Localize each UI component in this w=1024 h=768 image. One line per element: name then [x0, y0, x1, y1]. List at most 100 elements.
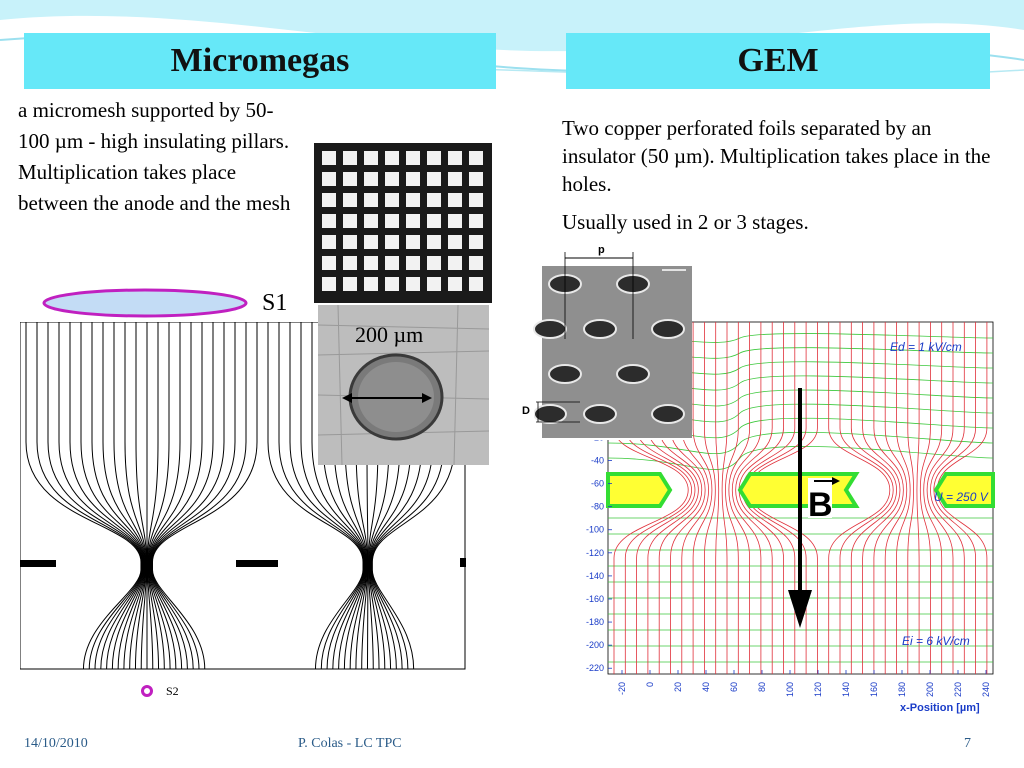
gem-y-tick-label: -40 [591, 455, 604, 465]
gem-x-tick-label: 100 [785, 682, 795, 697]
gem-field-line [731, 322, 762, 674]
gem-field-line [670, 322, 706, 674]
pillar-photo [318, 305, 489, 465]
micromegas-field-line [25, 322, 142, 670]
micromegas-field-line [58, 322, 144, 670]
gem-x-tick-label: 140 [841, 682, 851, 697]
mesh-cell [427, 214, 441, 228]
micromegas-field-line [333, 322, 367, 670]
mesh-cell [364, 151, 378, 165]
micromegas-field-line [69, 322, 144, 670]
gem-y-tick-label: -80 [591, 502, 604, 512]
gem-field-line [884, 322, 908, 674]
micromegas-field-line [113, 322, 146, 670]
gem-field-line [896, 322, 911, 674]
gem-field-line [692, 322, 713, 674]
mesh-cell [427, 193, 441, 207]
gem-field-line [624, 322, 692, 674]
gem-field-line [907, 322, 914, 674]
gem-field-line [721, 322, 728, 674]
s1-label: S1 [262, 290, 288, 316]
gem-x-tick-label: 60 [729, 682, 739, 692]
gem-field-line [862, 322, 901, 674]
micromegas-field-line [322, 322, 367, 670]
gem-field-line [926, 322, 954, 674]
micromegas-field-line [355, 322, 368, 670]
gem-y-tick-label: -120 [586, 548, 604, 558]
mesh-cell [469, 277, 483, 291]
gem-x-tick-label: 80 [757, 682, 767, 692]
micromegas-field-line [124, 322, 147, 670]
mesh-cell [469, 172, 483, 186]
micromegas-field-line [344, 322, 368, 670]
mesh-cell [364, 214, 378, 228]
gem-x-tick-label: 40 [701, 682, 711, 692]
micromegas-field-line [368, 322, 390, 670]
mesh-cell [406, 151, 420, 165]
micromegas-field-line [36, 322, 142, 670]
mesh-cell [343, 214, 357, 228]
micromegas-field-line [91, 322, 145, 670]
mesh-cell [469, 151, 483, 165]
gem-x-tick-label: 160 [869, 682, 879, 697]
micromegas-title: Micromegas [24, 33, 496, 89]
mesh-cell [427, 235, 441, 249]
gem-description-para1: Two copper perforated foils separated by… [562, 116, 991, 196]
gem-hole [533, 404, 567, 424]
gem-x-tick-label: 180 [897, 682, 907, 697]
micromegas-field-line [267, 322, 364, 670]
gem-x-tick-label: -20 [617, 682, 627, 695]
gem-field-line [930, 322, 965, 674]
mesh-cell [385, 172, 399, 186]
gem-ei-label: Ei = 6 kV/cm [902, 634, 970, 648]
gem-y-tick-label: -140 [586, 571, 604, 581]
footer-page-number: 7 [964, 736, 971, 751]
mesh-cell [322, 151, 336, 165]
mesh-cell [406, 277, 420, 291]
micromegas-field-line [147, 322, 170, 670]
mesh-cell [364, 172, 378, 186]
mesh-cell [427, 256, 441, 270]
gem-hole [651, 319, 685, 339]
s1-ellipse [42, 288, 248, 318]
mesh-cell [448, 172, 462, 186]
gem-hole [583, 404, 617, 424]
mesh-cell [343, 151, 357, 165]
micromegas-field-line [47, 322, 143, 670]
gem-y-tick-label: -60 [591, 479, 604, 489]
mesh-cell [343, 235, 357, 249]
gem-field-line [613, 322, 689, 674]
mesh-cell [406, 256, 420, 270]
micromesh-photo [314, 143, 492, 303]
micromegas-field-line [152, 322, 258, 670]
gem-field-line [735, 322, 773, 674]
gem-equipotential-line [607, 446, 994, 470]
gem-voltage-label: U = 250 V [934, 490, 988, 504]
micromegas-field-line [371, 322, 456, 670]
gem-x-tick-label: 120 [813, 682, 823, 697]
mesh-cell [385, 256, 399, 270]
mesh-cell [343, 277, 357, 291]
mesh-cell [406, 172, 420, 186]
gem-y-tick-label: -220 [586, 663, 604, 673]
mesh-cell [448, 256, 462, 270]
mesh-cell [448, 277, 462, 291]
mesh-cell [364, 235, 378, 249]
mesh-cell [343, 193, 357, 207]
gem-y-tick-label: -180 [586, 617, 604, 627]
gem-field-line [919, 322, 931, 674]
mesh-cell [448, 235, 462, 249]
gem-diameter-label: D [522, 405, 530, 417]
vector-arrow-icon [814, 477, 840, 485]
gem-description-para2: Usually used in 2 or 3 stages. [562, 210, 809, 234]
gem-sem-photo [520, 244, 692, 440]
micromegas-field-line [80, 322, 145, 670]
gem-x-tick-label: 220 [953, 682, 963, 697]
gem-hole [583, 319, 617, 339]
micromegas-field-line [147, 322, 159, 670]
gem-x-tick-label: 200 [925, 682, 935, 697]
micromegas-field-line [366, 322, 369, 670]
gem-hole [651, 404, 685, 424]
gem-field-line [681, 322, 709, 674]
mesh-cell [385, 277, 399, 291]
